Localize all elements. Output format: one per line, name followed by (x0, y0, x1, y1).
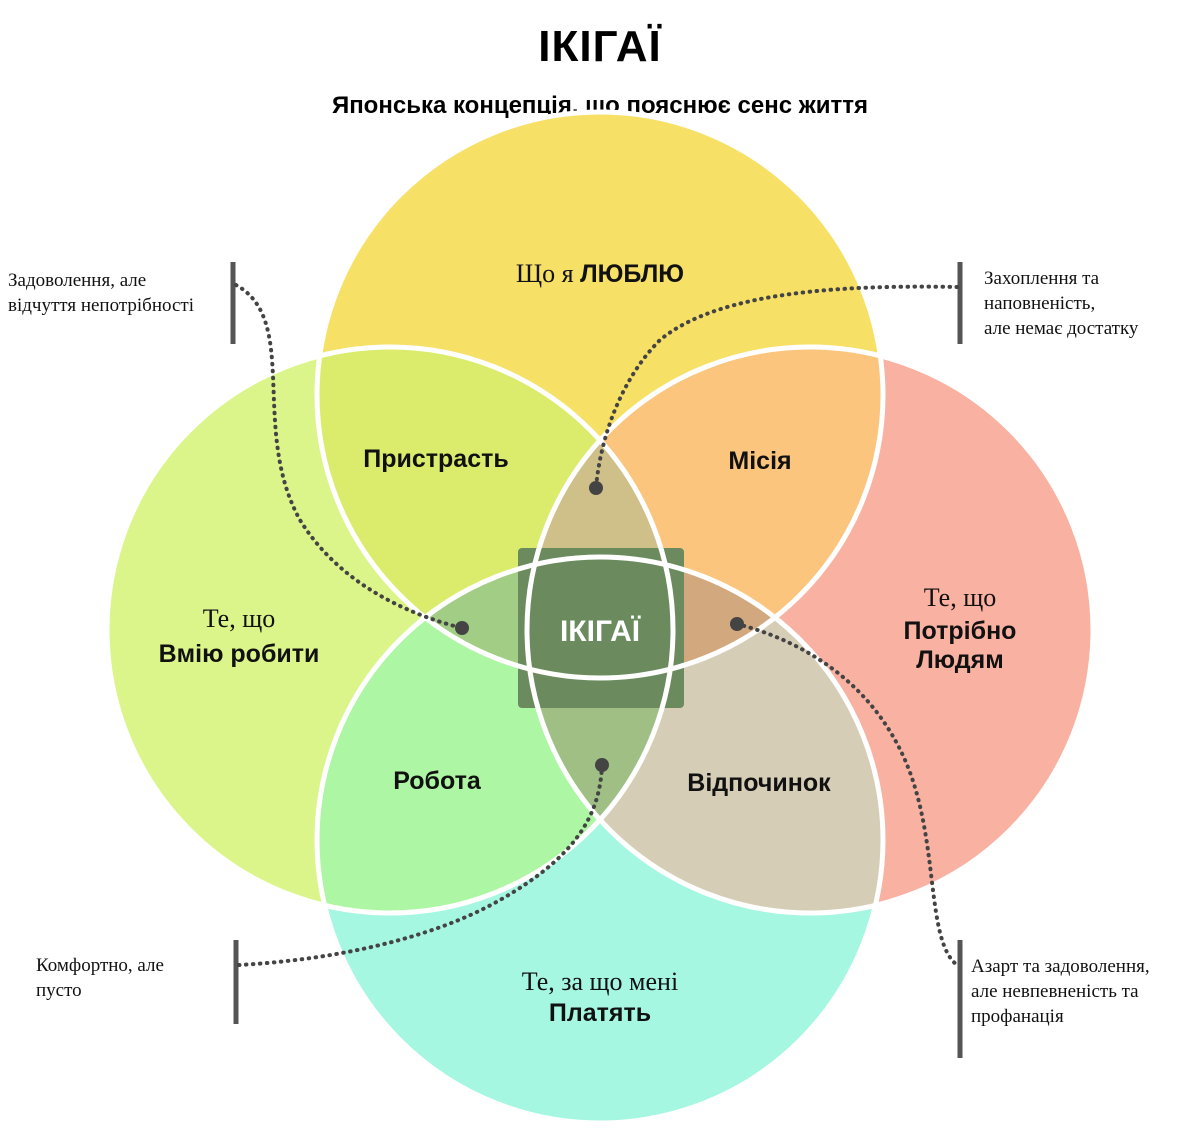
label-center-ikigai: ІКІГАЇ (560, 615, 641, 648)
label-good-at-line2: Вмію робити (159, 640, 320, 668)
connector-bottom-left (237, 763, 604, 967)
dotted-connectors (234, 283, 959, 967)
connector-top-left (234, 283, 464, 630)
label-mission: Місія (728, 447, 791, 475)
label-paid-line1: Те, за що мені (522, 967, 678, 996)
connector-top-right (594, 284, 959, 490)
center-ikigai-box (518, 548, 684, 708)
circle-outlines (104, 109, 1096, 1126)
label-good-at-line1: Те, що (203, 604, 275, 633)
label-needs-line1: Те, що (924, 583, 996, 612)
connector-bottom-right (735, 622, 959, 967)
dot-marker (455, 621, 469, 635)
label-love: Що я ЛЮБЛЮ (516, 259, 684, 288)
dot-marker (589, 481, 603, 495)
callout-brackets (230, 262, 963, 1058)
label-paid-line2: Платять (549, 999, 651, 1027)
label-needs-line2: Потрібно (904, 617, 1017, 645)
note-top-left: Задоволення, але відчуття непотрібності (8, 270, 194, 316)
note-bottom-right: Азарт та задоволення, але невпевненість … (971, 956, 1150, 1027)
label-profession: Робота (393, 767, 482, 795)
note-top-right: Захоплення та наповненість, але немає до… (984, 268, 1139, 339)
connector-dots (455, 481, 744, 772)
label-vocation: Відпочинок (687, 769, 831, 797)
note-bottom-left: Комфортно, але пусто (36, 955, 164, 1001)
label-needs-line3: Людям (916, 646, 1004, 674)
label-passion: Пристрасть (363, 445, 508, 473)
dot-marker (730, 617, 744, 631)
dot-marker (595, 758, 609, 772)
page-title: ІКІГАЇ (538, 22, 662, 71)
